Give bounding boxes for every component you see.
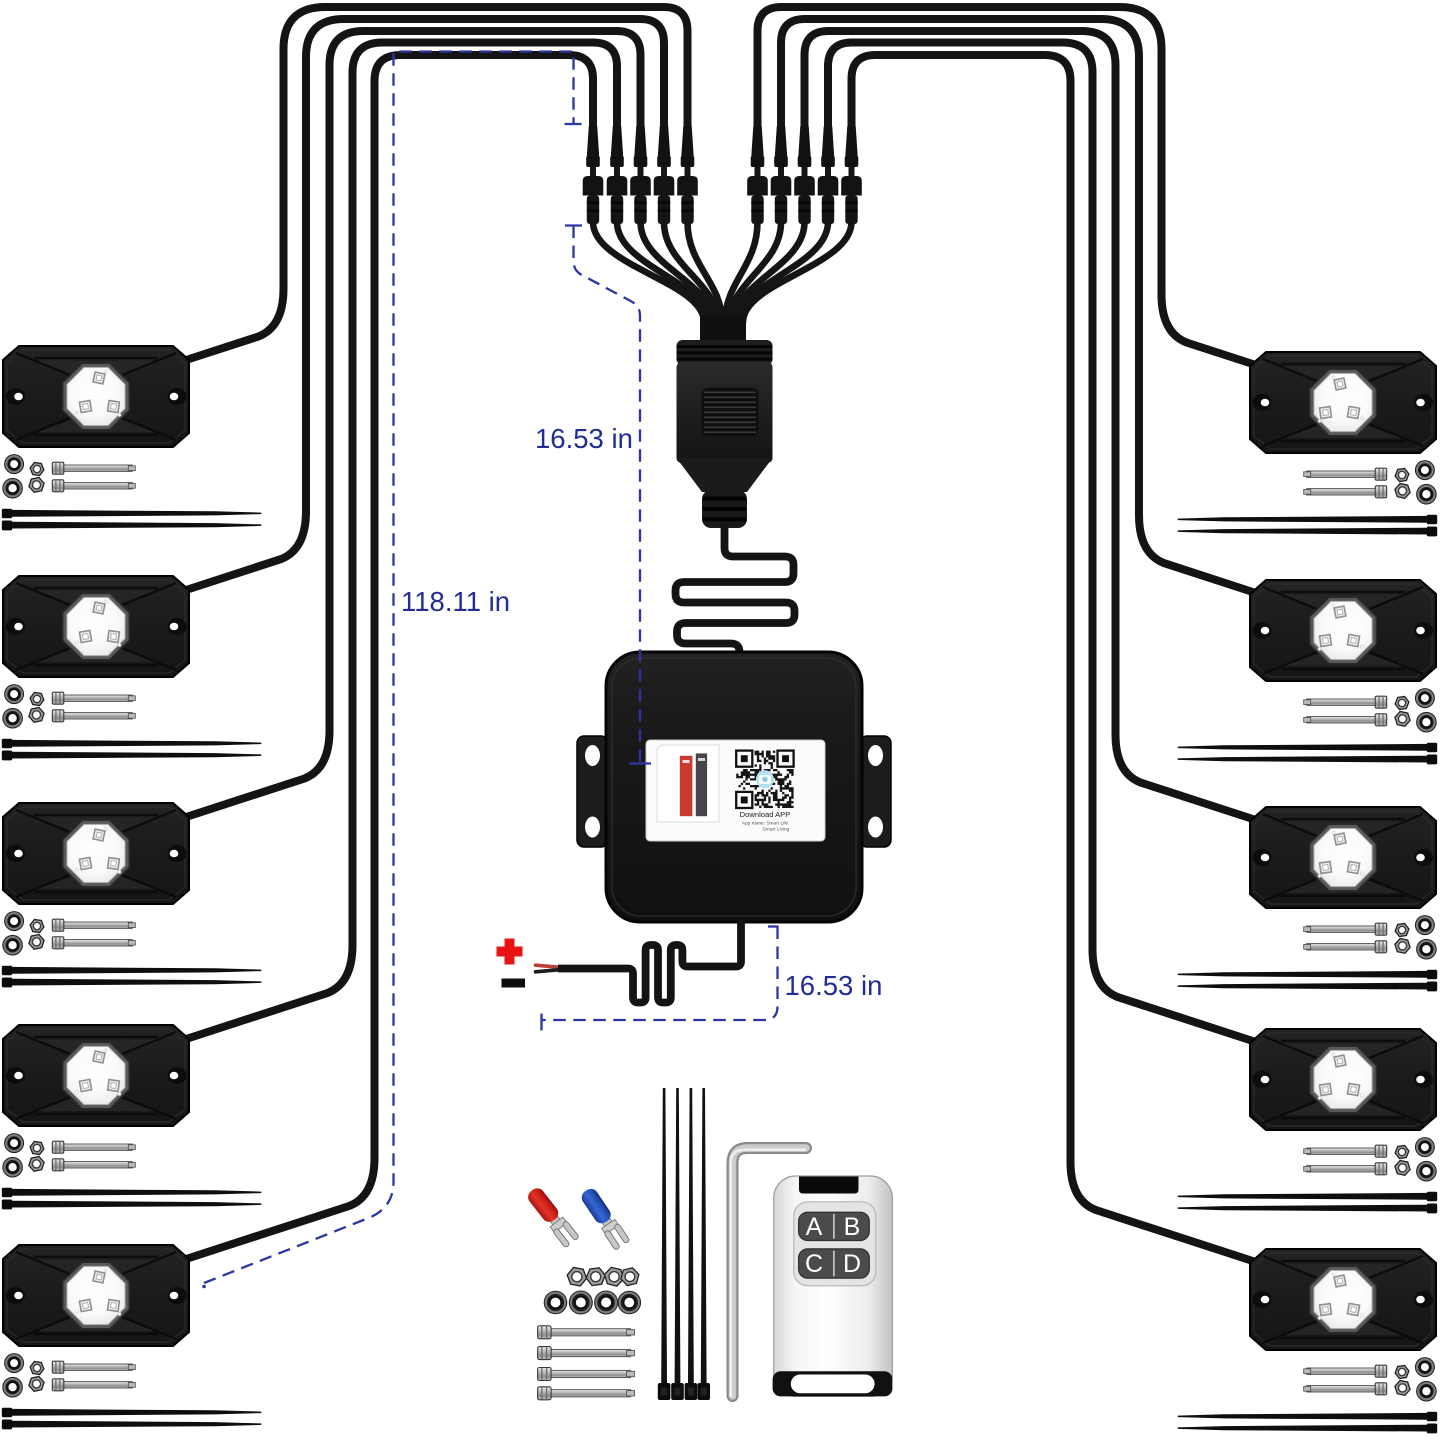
svg-text:16.53 in: 16.53 in — [535, 423, 633, 454]
svg-text:A: A — [806, 1213, 823, 1241]
svg-text:App name: Smart Life: App name: Smart Life — [742, 821, 789, 827]
svg-text:B: B — [844, 1213, 861, 1241]
svg-text:118.11 in: 118.11 in — [401, 586, 510, 617]
svg-text:Smart Living: Smart Living — [763, 827, 790, 833]
svg-text:Download APP: Download APP — [740, 810, 791, 819]
svg-text:C: C — [805, 1250, 823, 1278]
svg-text:D: D — [843, 1250, 861, 1278]
svg-text:16.53 in: 16.53 in — [785, 970, 883, 1001]
